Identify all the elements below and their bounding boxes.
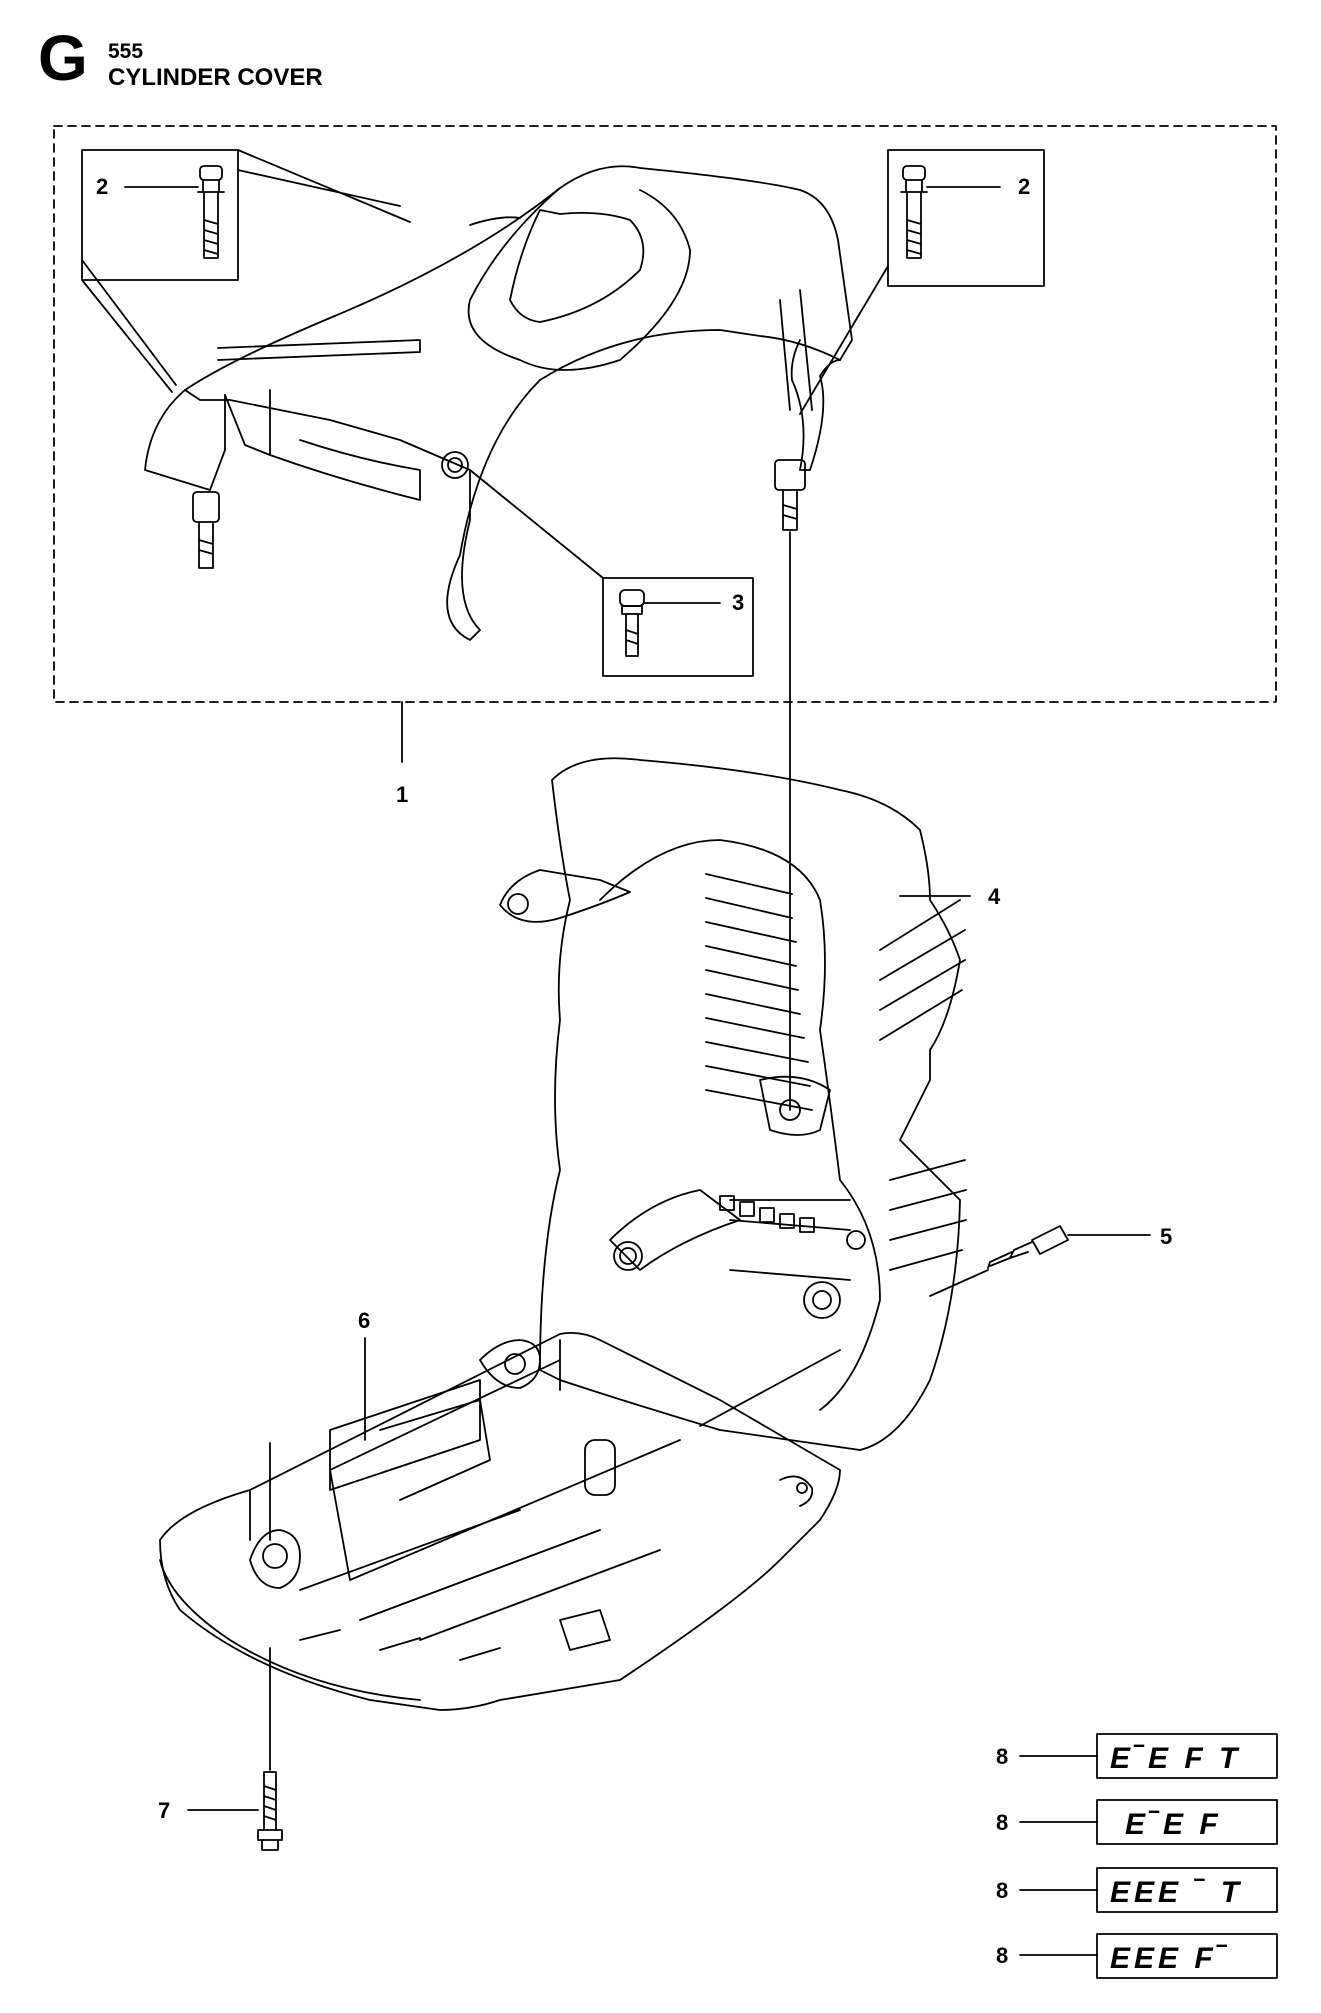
- callout-1: 1: [396, 782, 408, 807]
- decal-box-b: [1096, 1799, 1278, 1845]
- inset-box-screw-2-left: [81, 149, 239, 281]
- section-letter: G: [38, 22, 88, 94]
- screw-2-right: [900, 165, 928, 259]
- screw-2-left: [197, 165, 225, 259]
- header: 555 CYLINDER COVER: [108, 40, 323, 92]
- callout-3: 3: [732, 590, 744, 615]
- page-title: CYLINDER COVER: [108, 64, 323, 92]
- callout-2-right: 2: [1018, 174, 1030, 199]
- inset-box-screw-2-right: [887, 149, 1045, 287]
- model-number: 555: [108, 40, 144, 63]
- screw-3: [619, 589, 645, 657]
- screw-5: [987, 1225, 1069, 1269]
- decal-box-a: [1096, 1733, 1278, 1779]
- inset-box-screw-3: [602, 577, 754, 677]
- leader-box2right-to-cover: [799, 265, 889, 415]
- assembly-group-box: [53, 125, 1277, 703]
- leader-5-to-cover: [929, 1269, 989, 1297]
- bottom-plate: [159, 1331, 841, 1711]
- decal-text-c: EEE ‾ T: [1110, 1876, 1243, 1909]
- decal-text-b: E‾E F: [1125, 1808, 1222, 1841]
- cylinder-cover-top: [144, 165, 853, 641]
- decal-text-a: E‾E F T: [1110, 1742, 1241, 1775]
- callout-4: 4: [988, 884, 1001, 909]
- decal-text-d: EEE F‾: [1110, 1942, 1231, 1975]
- decal-box-c: [1096, 1867, 1278, 1913]
- callout-8c: 8: [996, 1878, 1008, 1903]
- callout-7: 7: [158, 1798, 170, 1823]
- callout-8b: 8: [996, 1810, 1008, 1835]
- leader-box3-to-cover: [469, 469, 604, 579]
- decal-box-d: [1096, 1933, 1278, 1979]
- callout-8a: 8: [996, 1744, 1008, 1769]
- leader-plate-to-cover: [699, 1349, 841, 1427]
- callout-6: 6: [358, 1308, 370, 1333]
- callout-5: 5: [1160, 1224, 1172, 1249]
- leader-box2left-to-cover: [81, 149, 411, 393]
- cylinder-cover-lower: [499, 757, 967, 1451]
- callout-8d: 8: [996, 1943, 1008, 1968]
- screw-7: [257, 1771, 283, 1851]
- callout-2-left: 2: [96, 174, 108, 199]
